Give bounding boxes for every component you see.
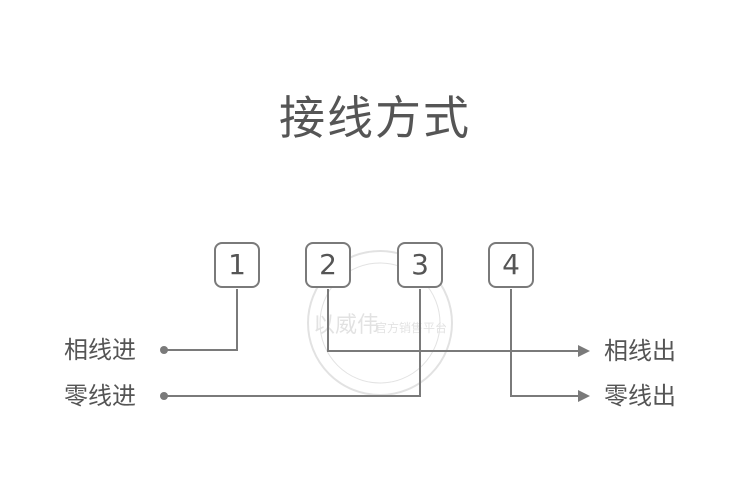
watermark-seal: 以威伟 官方销售平台 [307,250,453,396]
label-phase-out: 相线出 [604,337,676,365]
terminal-4: 4 [488,242,534,288]
label-phase-in: 相线进 [64,336,136,364]
diagram-title: 接线方式 [279,91,471,145]
wire-neutral-in [164,289,421,397]
wire-neutral-out [510,289,578,397]
label-neutral-out: 零线出 [604,382,676,410]
phase-out-arrow [578,345,590,357]
watermark-brand: 以威伟 [313,313,379,338]
terminal-2: 2 [305,242,351,288]
neutral-out-arrow [578,390,590,402]
wire-phase-out [327,289,578,352]
watermark-text: 官方销售平台 [375,320,447,335]
phase-in-dot [160,346,168,354]
terminal-3: 3 [397,242,443,288]
wire-phase-in [164,289,238,351]
terminal-1: 1 [214,242,260,288]
neutral-in-dot [160,392,168,400]
label-neutral-in: 零线进 [64,382,136,410]
